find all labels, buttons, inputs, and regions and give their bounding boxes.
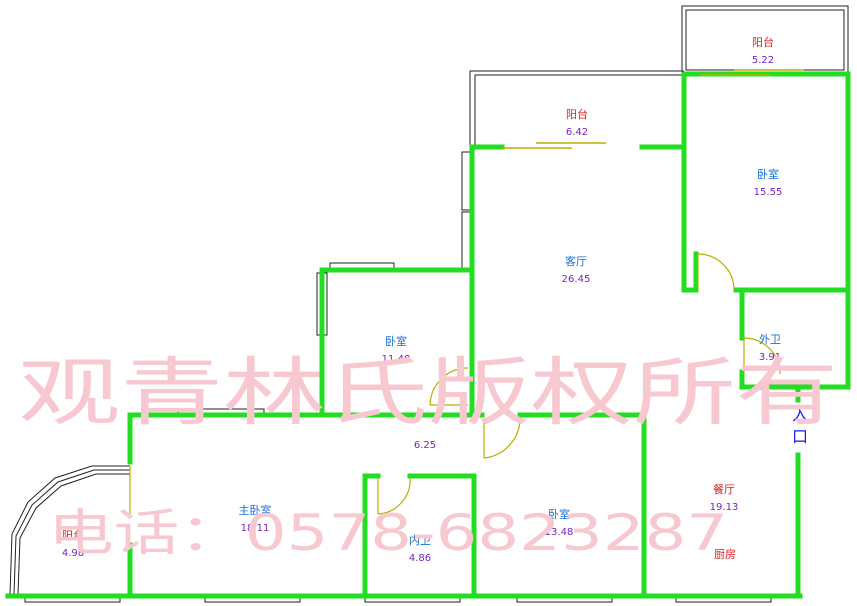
room-area: 4.86 — [409, 553, 431, 564]
room-balcony-top: 阳台 6.42 — [566, 107, 588, 138]
sliding-doors — [502, 69, 804, 149]
room-corridor: 6.25 — [414, 440, 436, 451]
room-area: 13.48 — [545, 527, 574, 538]
room-balcony-left: 阳台 4.98 — [62, 528, 84, 559]
room-area: 15.55 — [754, 187, 783, 198]
room-name: 主卧室 — [239, 503, 272, 517]
room-name: 阳台 — [62, 528, 84, 542]
room-name: 卧室 — [385, 334, 407, 348]
room-name: 阳台 — [752, 35, 774, 49]
room-master-bedroom: 主卧室 18.11 — [239, 503, 272, 534]
room-name: 卧室 — [548, 507, 570, 521]
room-area: 6.42 — [566, 127, 588, 138]
room-living-room: 客厅 26.45 — [562, 254, 591, 285]
room-name: 客厅 — [565, 254, 587, 268]
room-area: 3.91 — [759, 352, 781, 363]
watermark: 观青林氏版权所有 电话：0578-6823287 — [18, 350, 838, 562]
room-area: 11.48 — [382, 354, 411, 365]
room-area: 5.22 — [752, 55, 774, 66]
swing-doors — [129, 253, 781, 515]
room-bedroom-middle: 卧室 11.48 — [382, 334, 411, 365]
room-name: 餐厅 — [713, 482, 735, 496]
room-name: 内卫 — [409, 533, 431, 547]
room-name: 外卫 — [759, 333, 781, 346]
room-bedroom-bottom: 卧室 13.48 — [545, 507, 574, 538]
room-area: 26.45 — [562, 274, 591, 285]
room-kitchen: 厨房 — [714, 548, 736, 561]
room-area: 19.13 — [710, 502, 739, 513]
room-area: 6.25 — [414, 440, 436, 451]
entrance-char-2: 口 — [792, 427, 808, 446]
watermark-line-2: 电话：0578-6823287 — [48, 504, 728, 562]
room-bathroom-inner: 内卫 4.86 — [409, 533, 431, 564]
room-dining-room: 餐厅 19.13 — [710, 482, 739, 513]
room-balcony-top-right: 阳台 5.22 — [752, 35, 774, 66]
entrance-char-1: 入 — [792, 405, 808, 424]
room-area: 4.98 — [62, 548, 84, 559]
room-name: 阳台 — [566, 107, 588, 121]
room-name: 厨房 — [714, 548, 736, 561]
entrance-label: 入 口 — [792, 405, 808, 446]
room-labels: 阳台 5.22 阳台 6.42 卧室 15.55 客厅 26.45 卧室 11.48 外卫 3.91 6… — [62, 35, 782, 564]
room-bedroom-top-right: 卧室 15.55 — [754, 167, 783, 198]
watermark-line-1: 观青林氏版权所有 — [18, 350, 838, 436]
walls — [5, 71, 851, 599]
room-bathroom-outer: 外卫 3.91 — [759, 333, 781, 363]
room-area: 18.11 — [241, 523, 270, 534]
room-name: 卧室 — [757, 167, 779, 181]
